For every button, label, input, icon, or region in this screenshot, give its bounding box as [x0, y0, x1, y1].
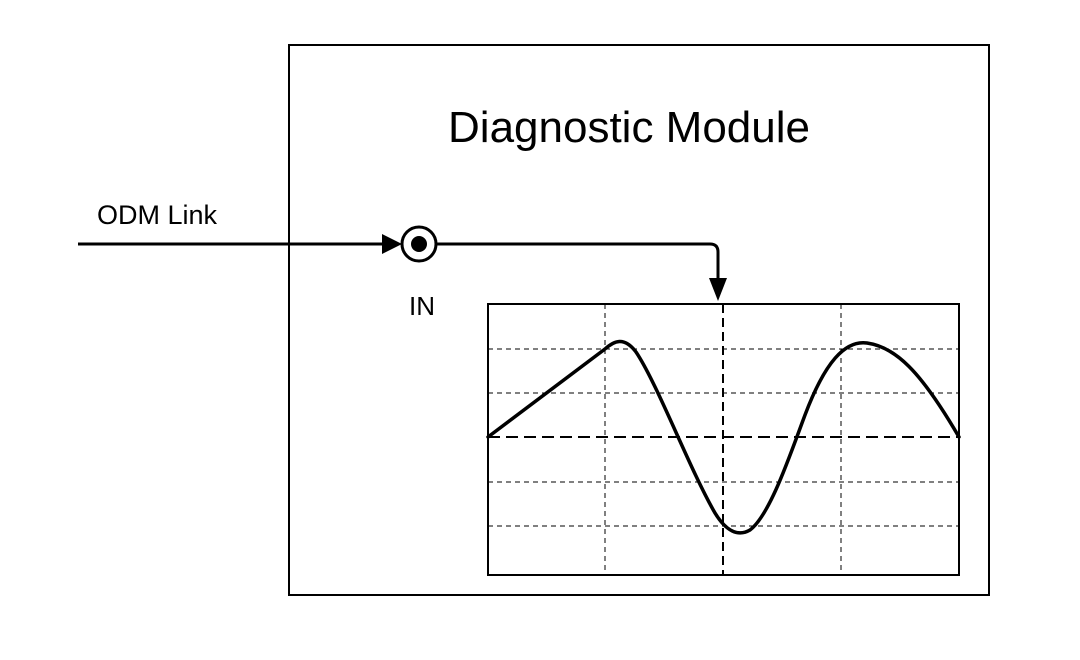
module-box — [288, 44, 990, 596]
link-label: ODM Link — [97, 200, 218, 230]
module-title: Diagnostic Module — [448, 103, 810, 152]
signal-path — [436, 242, 720, 280]
link-arrowhead — [382, 234, 402, 254]
oscilloscope-display — [486, 303, 961, 576]
signal-arrowhead — [709, 278, 727, 301]
input-port-label: IN — [409, 291, 435, 321]
input-port-icon — [400, 225, 438, 263]
waveform-trace — [486, 339, 961, 535]
